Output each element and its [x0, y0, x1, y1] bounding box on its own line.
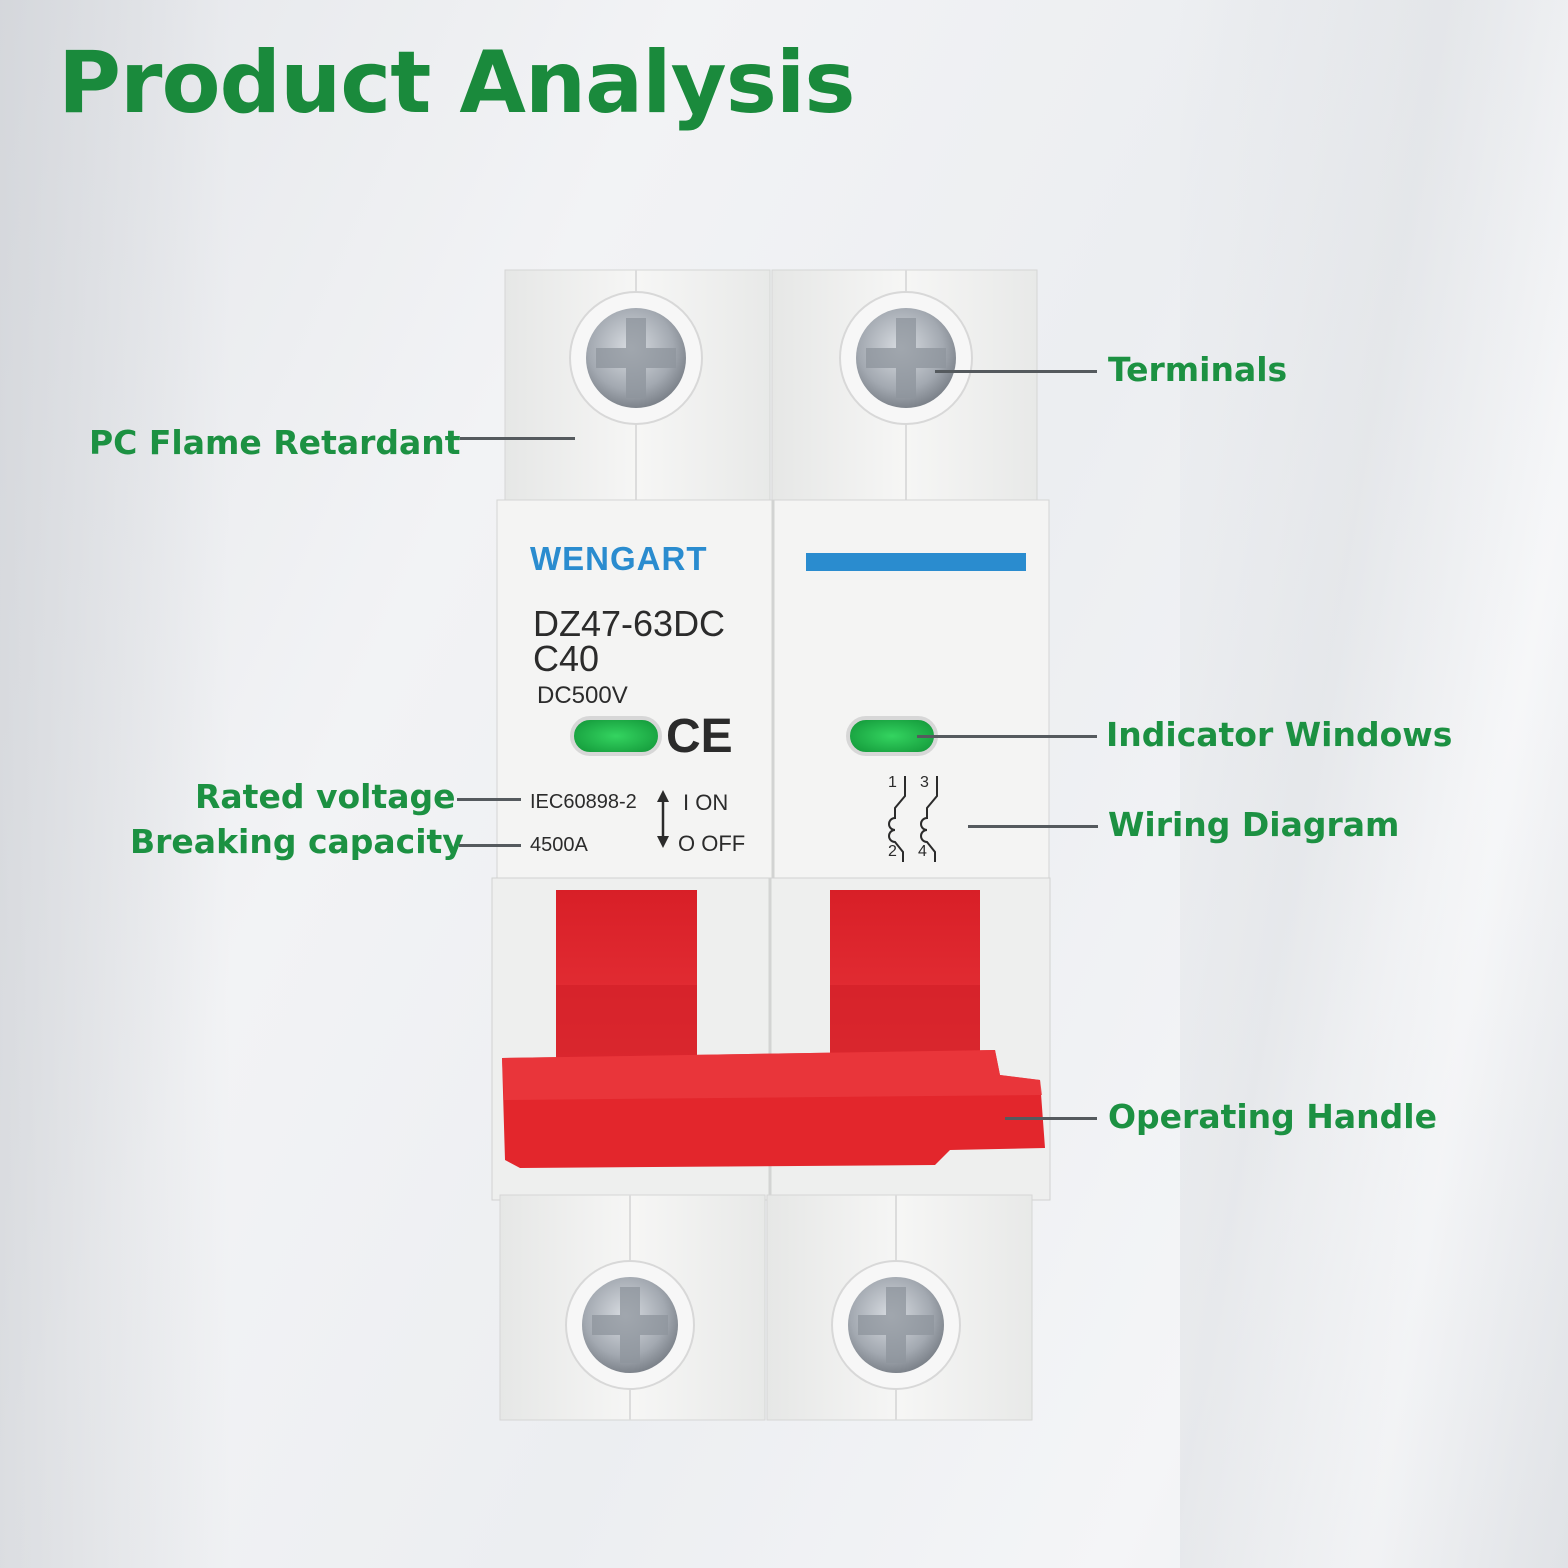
blue-label-bar — [806, 553, 1026, 571]
indicator-window-left — [570, 716, 662, 756]
label-rated-voltage: Rated voltage — [195, 777, 456, 816]
leader-line-pc-flame-retardant — [460, 437, 575, 440]
pole-1-label: 1 — [888, 774, 897, 791]
leader-line-indicator-windows — [917, 735, 1097, 738]
leader-line-rated-voltage — [457, 798, 521, 801]
label-operating-handle: Operating Handle — [1108, 1097, 1437, 1136]
wiring-diagram-icon: 1 3 2 4 — [888, 774, 938, 862]
operating-handle — [502, 1050, 1045, 1168]
label-terminals: Terminals — [1108, 350, 1288, 389]
leader-line-terminals — [935, 370, 1097, 373]
off-label: O OFF — [678, 831, 745, 856]
pole-2-label: 2 — [888, 843, 897, 860]
breaking-text: 4500A — [530, 834, 588, 856]
rating-text: C40 — [533, 638, 599, 679]
label-indicator-windows: Indicator Windows — [1106, 715, 1453, 754]
brand-logo-text: WENGART — [530, 540, 707, 577]
on-label: I ON — [683, 790, 728, 815]
voltage-text: DC500V — [537, 682, 628, 709]
leader-line-wiring-diagram — [968, 825, 1098, 828]
label-pc-flame-retardant: PC Flame Retardant — [89, 423, 461, 462]
page-title: Product Analysis — [58, 33, 856, 133]
label-breaking-capacity: Breaking capacity — [130, 822, 464, 861]
toggle-lever — [556, 890, 980, 1060]
terminal-screw-icon — [839, 291, 973, 425]
pole-3-label: 3 — [920, 774, 929, 791]
leader-line-operating-handle — [1005, 1117, 1097, 1120]
terminal-screw-icon — [565, 1260, 695, 1390]
pole-4-label: 4 — [918, 843, 927, 860]
label-wiring-diagram: Wiring Diagram — [1108, 805, 1400, 844]
on-off-arrow-icon — [657, 790, 669, 848]
terminal-screw-icon — [569, 291, 703, 425]
leader-line-breaking-capacity — [459, 844, 521, 847]
model-text: DZ47-63DC — [533, 603, 725, 644]
ce-mark: CE — [666, 710, 733, 763]
terminal-screw-icon — [831, 1260, 961, 1390]
standard-text: IEC60898-2 — [530, 791, 637, 813]
